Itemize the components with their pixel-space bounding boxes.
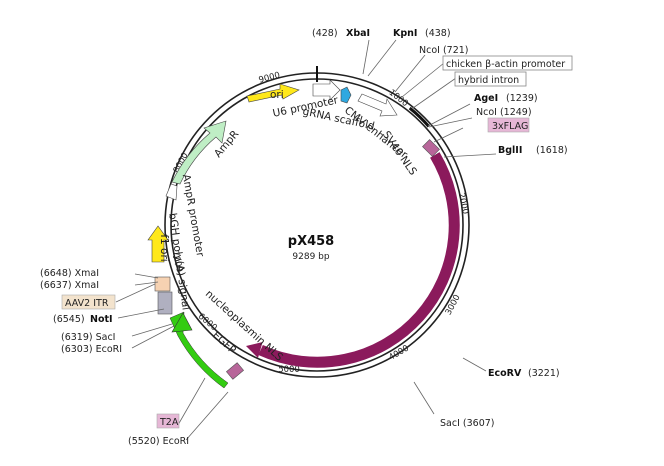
tick-9000: 9000 — [258, 70, 281, 85]
f1ori-arrow — [147, 225, 169, 263]
chicken-promoter-label: chicken β-actin promoter — [446, 59, 565, 70]
bglii-num: (1618) — [536, 145, 568, 156]
hybrid-intron-label: hybrid intron — [458, 75, 519, 86]
aav2-label-box — [61, 294, 116, 310]
kpni-name: KpnI — [393, 28, 417, 39]
ecori-5520: (5520) EcoRI — [128, 436, 189, 447]
leader-lines — [115, 39, 497, 441]
grna-arrow — [340, 86, 352, 104]
flag-label: 3xFLAG — [492, 121, 528, 132]
xmai-6648: (6648) XmaI — [40, 268, 99, 279]
flag-block — [422, 139, 440, 157]
ampr-arrow — [171, 120, 227, 185]
agei-name: AgeI — [474, 93, 498, 104]
u6-arrow — [312, 79, 341, 101]
chicken-label-box — [442, 55, 573, 71]
noti-name: NotI — [90, 314, 113, 325]
ampr-promoter-arrow — [165, 183, 178, 201]
tick-5000: 5000 — [278, 365, 300, 375]
egfp-arrowhead — [171, 312, 193, 333]
ncoi-721: NcoI (721) — [419, 45, 469, 56]
saci-3607: SacI (3607) — [440, 418, 495, 429]
saci-6319: (6319) SacI — [61, 332, 116, 343]
t2a-label-box — [156, 413, 180, 429]
aav2-block — [154, 276, 171, 292]
ncoi-1249: NcoI (1249) — [476, 107, 532, 118]
noti-num: (6545) — [53, 314, 85, 325]
tick-3000: 3000 — [444, 293, 463, 317]
kpni-num: (438) — [425, 28, 451, 39]
xbai-num: (428) — [312, 28, 338, 39]
cmv-arrow — [357, 93, 398, 117]
ecorv-name: EcoRV — [488, 368, 522, 379]
ecorv-num: (3221) — [528, 368, 560, 379]
bgh-block — [157, 291, 173, 315]
hybrid-label-box — [454, 71, 527, 87]
ori-label: ori — [270, 89, 284, 101]
tick-2000: 2000 — [456, 192, 470, 215]
svg-text:Cas9: Cas9 — [357, 393, 386, 411]
ori-arrow — [246, 83, 300, 103]
npnls-block — [226, 362, 244, 380]
cas9-arc — [258, 152, 460, 368]
aav2-label: AAV2 ITR — [65, 298, 109, 309]
egfp-arrow — [169, 311, 229, 389]
f1ori-label: f1 ori — [158, 234, 170, 261]
agei-num: (1239) — [506, 93, 538, 104]
ecori-6303: (6303) EcoRI — [61, 344, 122, 355]
sv40nls-label: SV40 NLS — [380, 129, 419, 178]
cas9-label: Cas9 — [357, 393, 386, 411]
tick-7000: 7000 — [170, 250, 184, 273]
flag-label-box — [487, 117, 530, 133]
plasmid-name: pX458 — [288, 234, 334, 249]
t2a-label: T2A — [159, 417, 179, 428]
xbai-name: XbaI — [346, 28, 370, 39]
bglii-name: BglII — [498, 145, 522, 156]
hybrid-intron-segment — [408, 106, 430, 128]
cas9-arrowhead — [246, 342, 263, 358]
plasmid-size: 9289 bp — [292, 252, 329, 262]
xmai-6637: (6637) XmaI — [40, 280, 99, 291]
